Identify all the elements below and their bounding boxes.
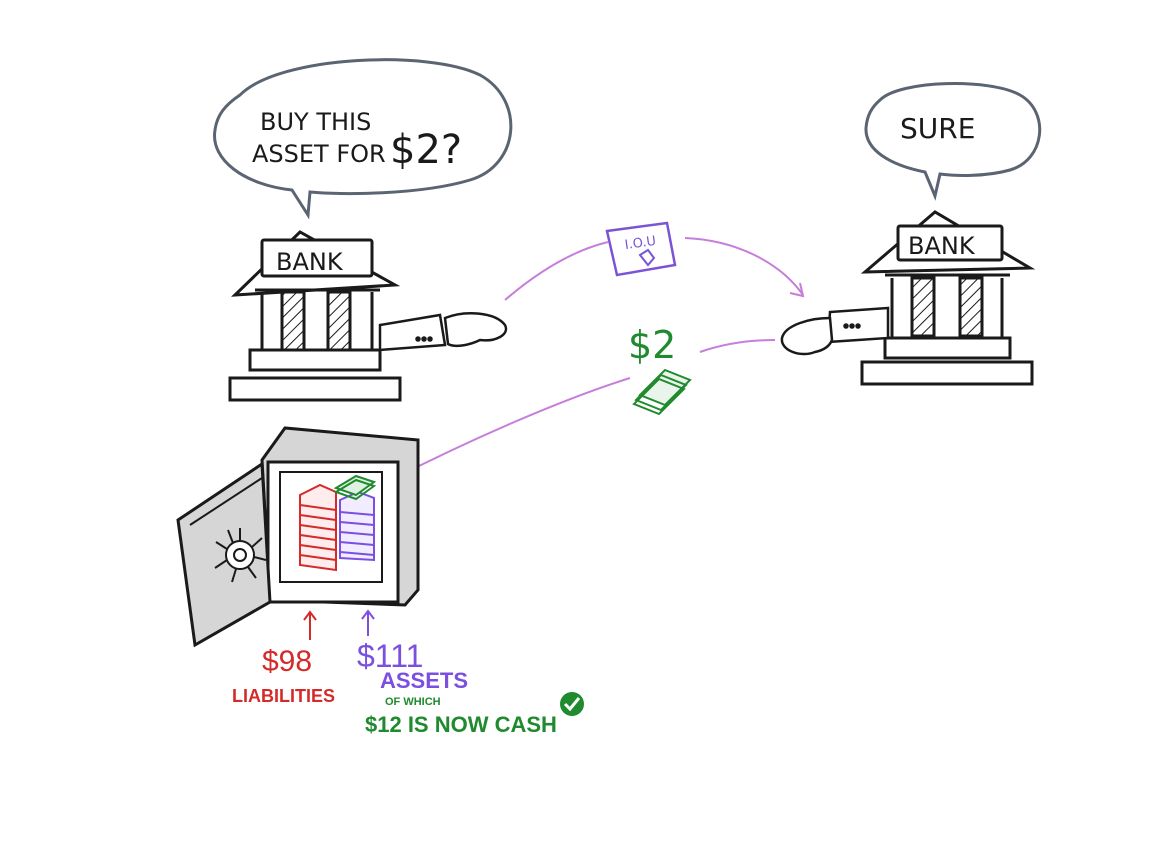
bank-right: BANK [860, 210, 1036, 386]
bank-right-sign: BANK [908, 232, 976, 260]
vault-door [176, 461, 272, 648]
speech-bubble-left: BUY THIS ASSET FOR $2? [213, 58, 513, 220]
assets-amount: $111 [357, 638, 424, 674]
speech-left-line1: BUY THIS [260, 108, 371, 136]
assets-stack [339, 490, 375, 562]
iou-note: I.O.U [605, 221, 677, 277]
speech-left-amount: $2? [390, 127, 462, 173]
liabilities-stack [299, 483, 337, 572]
bank-left-sign: BANK [276, 248, 344, 276]
cash-stack-icon [632, 368, 692, 416]
liabilities-arrow [303, 610, 317, 640]
check-icon [560, 692, 584, 716]
liabilities-amount: $98 [262, 645, 313, 678]
iou-arrow [504, 237, 805, 301]
cash-in-vault [333, 474, 377, 501]
vault [176, 426, 420, 648]
cash-transfer: $2 [628, 323, 692, 416]
vault-dial-icon [214, 528, 267, 583]
assets-label: ASSETS [380, 668, 469, 693]
cash-arrow [391, 339, 776, 485]
iou-seal-icon [638, 248, 656, 267]
hand-right [780, 306, 890, 356]
hand-left [378, 312, 508, 352]
cash-portion-label: $12 IS NOW CASH [365, 712, 557, 737]
speech-bubble-right: SURE [864, 82, 1042, 201]
speech-right-text: SURE [900, 112, 975, 145]
bank-left: BANK [228, 230, 402, 402]
assets-sub-label: OF WHICH [385, 696, 441, 708]
iou-text: I.O.U [624, 234, 657, 253]
assets-arrow [361, 609, 375, 636]
liabilities-label: LIABILITIES [232, 686, 335, 706]
cash-transfer-amount: $2 [628, 323, 676, 367]
speech-left-line2: ASSET FOR [252, 140, 386, 168]
